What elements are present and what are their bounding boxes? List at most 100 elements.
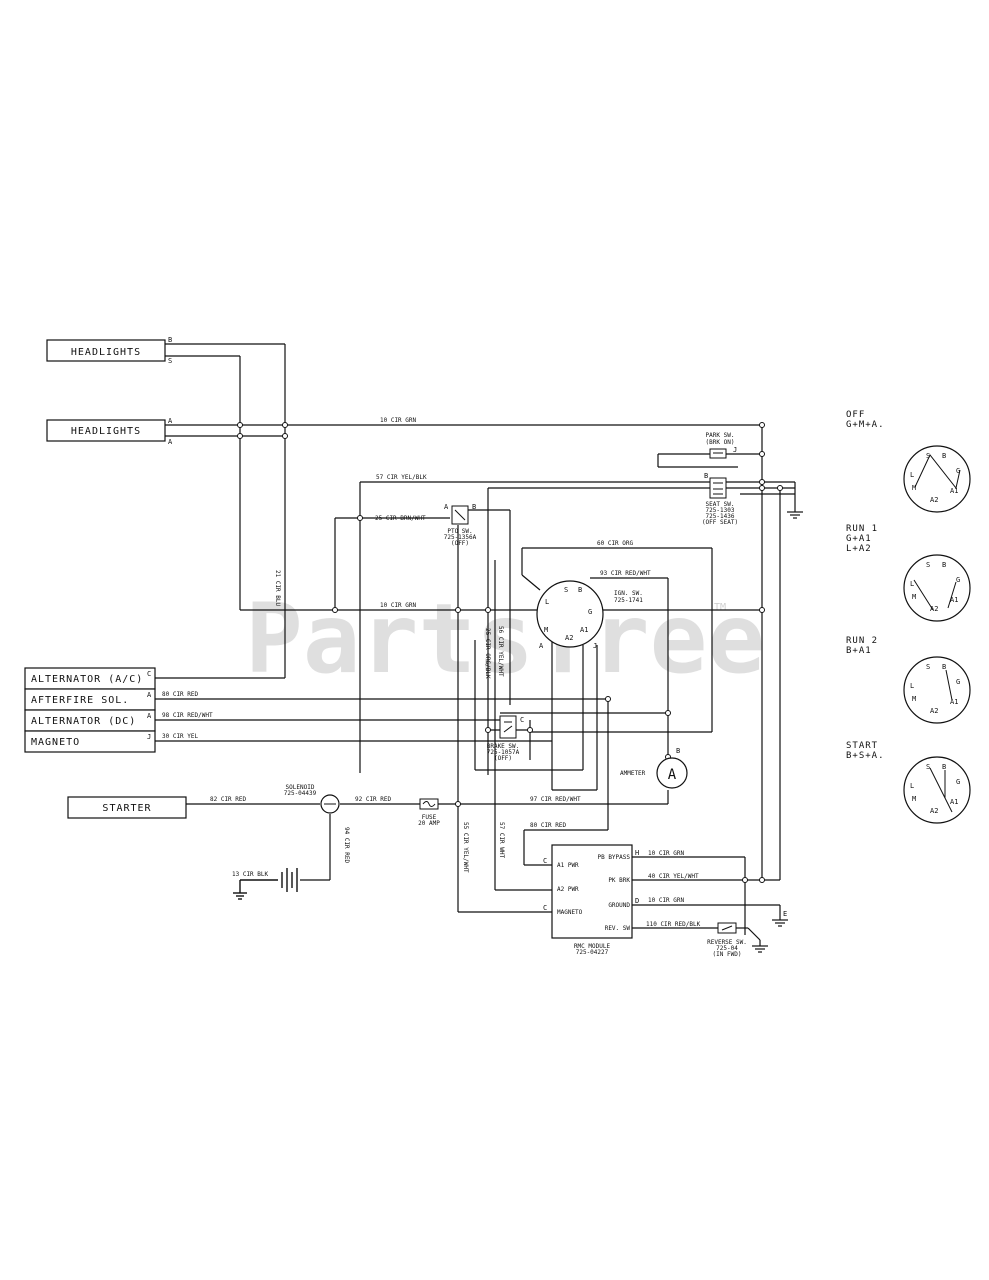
solenoid-line1: SOLENOID (286, 784, 315, 791)
wire-label-57: 57 CIR YEL/BLK (376, 474, 427, 481)
run2-term-b: B (942, 663, 946, 671)
position-off-title: OFF (846, 410, 865, 420)
position-run1-title: RUN 1 (846, 524, 878, 534)
start-term-s: S (926, 763, 930, 771)
position-off: OFF G+M+A. L S B G M A2 A1 (846, 410, 971, 513)
alternator-dc-label: ALTERNATOR (DC) (31, 716, 136, 727)
headlights-1-pin-top: B (168, 336, 172, 344)
headlights-2: HEADLIGHTS A A (46, 417, 173, 446)
start-term-m: M (912, 795, 916, 803)
wire-label-97: 97 CIR RED/WHT (530, 796, 581, 803)
run2-term-a2: A2 (930, 707, 938, 715)
seat-switch-line3: 725-1436 (706, 513, 735, 520)
wire-label-top-10: 10 CIR GRN (380, 417, 417, 424)
watermark-tm: TM (714, 602, 726, 613)
wire-label-98: 98 CIR RED/WHT (162, 712, 213, 719)
brake-switch-line3: (OFF) (494, 755, 512, 762)
alternator-dc-pin: A (147, 712, 152, 720)
pto-switch-line2: 725-1356A (444, 534, 477, 541)
seat-switch-line2: 725-1303 (706, 507, 735, 514)
pto-switch-pin-a: A (444, 503, 449, 511)
rmc-line2: 725-04227 (576, 949, 609, 956)
ign-term-g: G (588, 608, 592, 616)
wire-label-80b: 80 CIR RED (530, 822, 567, 829)
run1-term-b: B (942, 561, 946, 569)
position-run2-title: RUN 2 (846, 636, 878, 646)
position-start: START B+S+A. L S B G M A2 A1 (846, 741, 971, 824)
seat-switch-line1: SEAT SW. (706, 501, 735, 508)
pto-switch-line1: PTO SW. (447, 528, 472, 535)
alternator-ac-pin: C (147, 670, 151, 678)
rmc-bypass: PB BYPASS (597, 854, 630, 861)
headlights-2-pin-top: A (168, 417, 173, 425)
wire-label-94: 94 CIR RED (343, 827, 350, 864)
reverse-switch: REVERSE SW. 725-04 (IN FWD) (707, 922, 747, 958)
reverse-switch-line1: REVERSE SW. (707, 939, 747, 946)
rmc-ground: GROUND (608, 902, 630, 909)
pto-switch: A B PTO SW. 725-1356A (OFF) (444, 503, 477, 547)
reverse-switch-line2: 725-04 (716, 945, 738, 952)
wire-label-vert-55: 55 CIR YEL/WHT (462, 822, 469, 873)
rmc-line1: RMC MODULE (574, 943, 611, 950)
junctions (237, 422, 783, 883)
park-switch-line1: PARK SW. (706, 432, 735, 439)
ammeter-pin: B (676, 747, 680, 755)
headlights-2-pin-bottom: A (168, 438, 173, 446)
off-term-s: S (926, 452, 930, 460)
fuse-line1: FUSE (422, 814, 437, 821)
wire-label-25: 25 CIR BRN/WHT (375, 515, 426, 522)
ign-pin-a: A (539, 642, 544, 650)
battery: 13 CIR BLK (232, 868, 298, 900)
magneto-pin: J (147, 733, 151, 741)
wire-label-vert-57: 57 CIR WHT (498, 822, 505, 859)
off-term-a1: A1 (950, 487, 958, 495)
ground-symbols (752, 508, 803, 953)
afterfire-label: AFTERFIRE SOL. (31, 695, 129, 706)
rmc-pin-h: H (635, 849, 639, 857)
position-run1-combo: G+A1 (846, 534, 872, 544)
rmc-a1: A1 PWR (557, 862, 579, 869)
off-term-m: M (912, 484, 916, 492)
wire-label-rmc-40: 40 CIR YEL/WHT (648, 873, 699, 880)
start-term-b: B (942, 763, 946, 771)
afterfire-pin: A (147, 691, 152, 699)
park-switch: PARK SW. (BRK ON) J (706, 432, 737, 459)
ign-term-s: S (564, 586, 568, 594)
wire-labels: 10 CIR GRN 57 CIR YEL/BLK 25 CIR BRN/WHT… (162, 417, 701, 928)
headlights-1: HEADLIGHTS B S (46, 336, 172, 365)
ign-switch-line2: 725-1741 (614, 597, 643, 604)
rmc-pk: PK BRK (608, 877, 630, 884)
run1-term-a2: A2 (930, 605, 938, 613)
ign-term-b: B (578, 586, 582, 594)
run2-term-a1: A1 (950, 698, 958, 706)
wire-label-80: 80 CIR RED (162, 691, 199, 698)
wire-label-vert-56: 56 CIR YEL/WHT (497, 626, 504, 677)
wire-label-vert-25: 25 CIR ORG/BLK (484, 628, 491, 679)
position-run1: RUN 1 G+A1 L+A2 L S B G M A2 A1 (846, 524, 971, 622)
ign-switch-line1: IGN. SW. (614, 590, 643, 597)
ign-term-m: M (544, 626, 548, 634)
position-run2-combo: B+A1 (846, 646, 872, 656)
brake-switch-pin: C (520, 716, 524, 724)
off-term-b: B (942, 452, 946, 460)
run1-term-g: G (956, 576, 960, 584)
rmc-pin-c1: C (543, 857, 547, 865)
wire-label-82: 82 CIR RED (210, 796, 247, 803)
rmc-pin-d: D (635, 897, 639, 905)
ammeter: A AMMETER B (620, 747, 688, 789)
wires (155, 343, 796, 941)
run2-term-g: G (956, 678, 960, 686)
ign-pin-j: J (593, 642, 597, 650)
starter-label: STARTER (102, 803, 151, 814)
wire-label-60: 60 CIR ORG (597, 540, 634, 547)
run1-term-a1: A1 (950, 596, 958, 604)
rmc-rev: REV. SW (605, 925, 631, 932)
solenoid: SOLENOID 725-04439 (284, 784, 340, 814)
wire-label-30: 30 CIR YEL (162, 733, 199, 740)
off-term-g: G (956, 467, 960, 475)
ign-term-a1: A1 (580, 626, 588, 634)
park-switch-line2: (BRK ON) (706, 439, 735, 446)
rmc-module: A1 PWR A2 PWR MAGNETO PB BYPASS PK BRK G… (543, 844, 639, 956)
headlights-1-pin-bottom: S (168, 357, 172, 365)
